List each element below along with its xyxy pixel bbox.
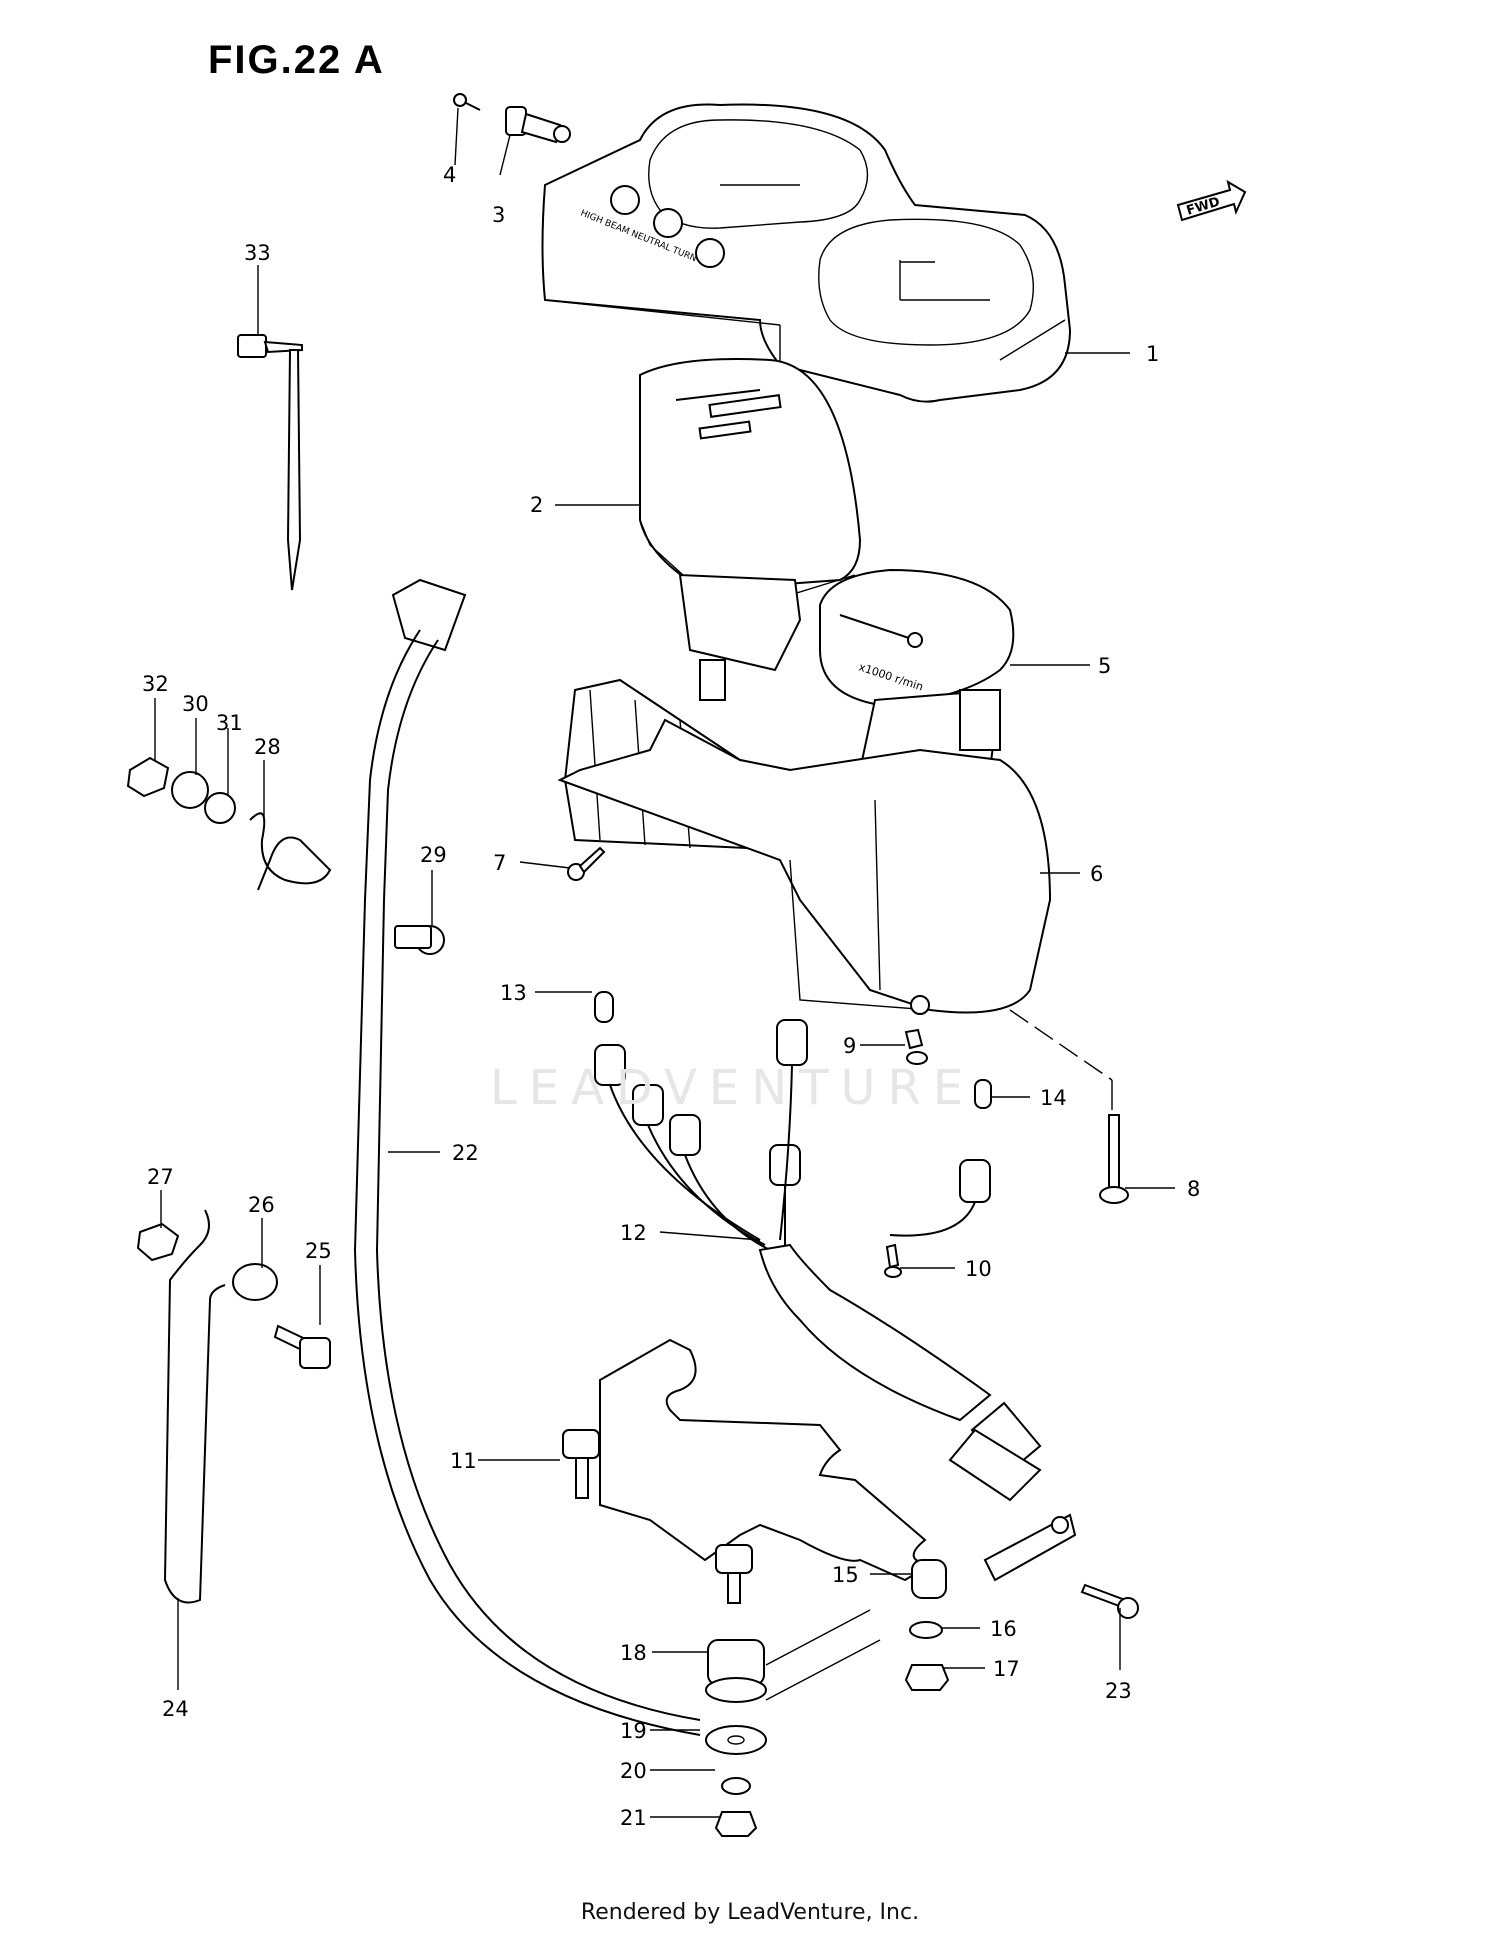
callout-32: 32 [142, 672, 169, 696]
callout-19: 19 [620, 1719, 647, 1743]
callout-15: 15 [832, 1563, 859, 1587]
screw-23 [1080, 1583, 1139, 1619]
callout-18: 18 [620, 1641, 647, 1665]
figure-title: FIG.22 A [208, 38, 385, 82]
callout-25: 25 [305, 1239, 332, 1263]
bulb-13 [594, 991, 614, 1023]
meter-case-cover: HIGH BEAM NEUTRAL TURN [541, 103, 1072, 403]
callout-12: 12 [620, 1221, 647, 1245]
callout-7: 7 [493, 851, 506, 875]
callout-2: 2 [530, 493, 543, 517]
callout-3: 3 [492, 203, 505, 227]
callout-16: 16 [990, 1617, 1017, 1641]
callout-numbers: 1 2 3 4 5 6 7 8 9 10 11 12 13 14 15 16 1… [142, 163, 1200, 1830]
callout-13: 13 [500, 981, 527, 1005]
callout-27: 27 [147, 1165, 174, 1189]
callout-21: 21 [620, 1806, 647, 1830]
watermark: LEADVENTURE [490, 1060, 976, 1116]
cable-tie [237, 334, 303, 591]
fwd-label: FWD [1185, 194, 1222, 218]
callout-17: 17 [993, 1657, 1020, 1681]
parts-15-16-17 [904, 1513, 1077, 1691]
callout-26: 26 [248, 1193, 275, 1217]
screw-10 [884, 1243, 902, 1278]
wire-harness [594, 1019, 1042, 1502]
callout-28: 28 [254, 735, 281, 759]
callout-33: 33 [244, 241, 271, 265]
callout-4: 4 [443, 163, 456, 187]
callout-10: 10 [965, 1257, 992, 1281]
cable-clamp-24 [136, 1209, 331, 1604]
callout-8: 8 [1187, 1177, 1200, 1201]
callout-24: 24 [162, 1697, 189, 1721]
speedometer-cable [353, 578, 701, 1736]
cable-clamp-hardware [126, 756, 445, 955]
callout-20: 20 [620, 1759, 647, 1783]
callout-6: 6 [1090, 862, 1103, 886]
render-credit: Rendered by LeadVenture, Inc. [580, 1900, 920, 1925]
callout-31: 31 [216, 711, 243, 735]
callout-30: 30 [182, 692, 209, 716]
meter-case-lower [557, 678, 1052, 1015]
screw-9 [904, 1028, 928, 1065]
leader-lines [154, 107, 1175, 1818]
callout-1: 1 [1146, 342, 1159, 366]
bulb-14 [974, 1079, 992, 1109]
speedometer-unit [639, 358, 862, 701]
callout-29: 29 [420, 843, 447, 867]
grommet-stack [705, 1609, 881, 1837]
callout-5: 5 [1098, 654, 1111, 678]
callout-9: 9 [843, 1034, 856, 1058]
mounting-bolt [1009, 1009, 1129, 1204]
drive-gear-and-screw [453, 93, 571, 144]
screw-7 [567, 846, 606, 881]
callout-22: 22 [452, 1141, 479, 1165]
callout-11: 11 [450, 1449, 477, 1473]
callout-14: 14 [1040, 1086, 1067, 1110]
callout-23: 23 [1105, 1679, 1132, 1703]
meter-bracket [562, 1338, 933, 1604]
forward-arrow: FWD [1176, 179, 1247, 222]
